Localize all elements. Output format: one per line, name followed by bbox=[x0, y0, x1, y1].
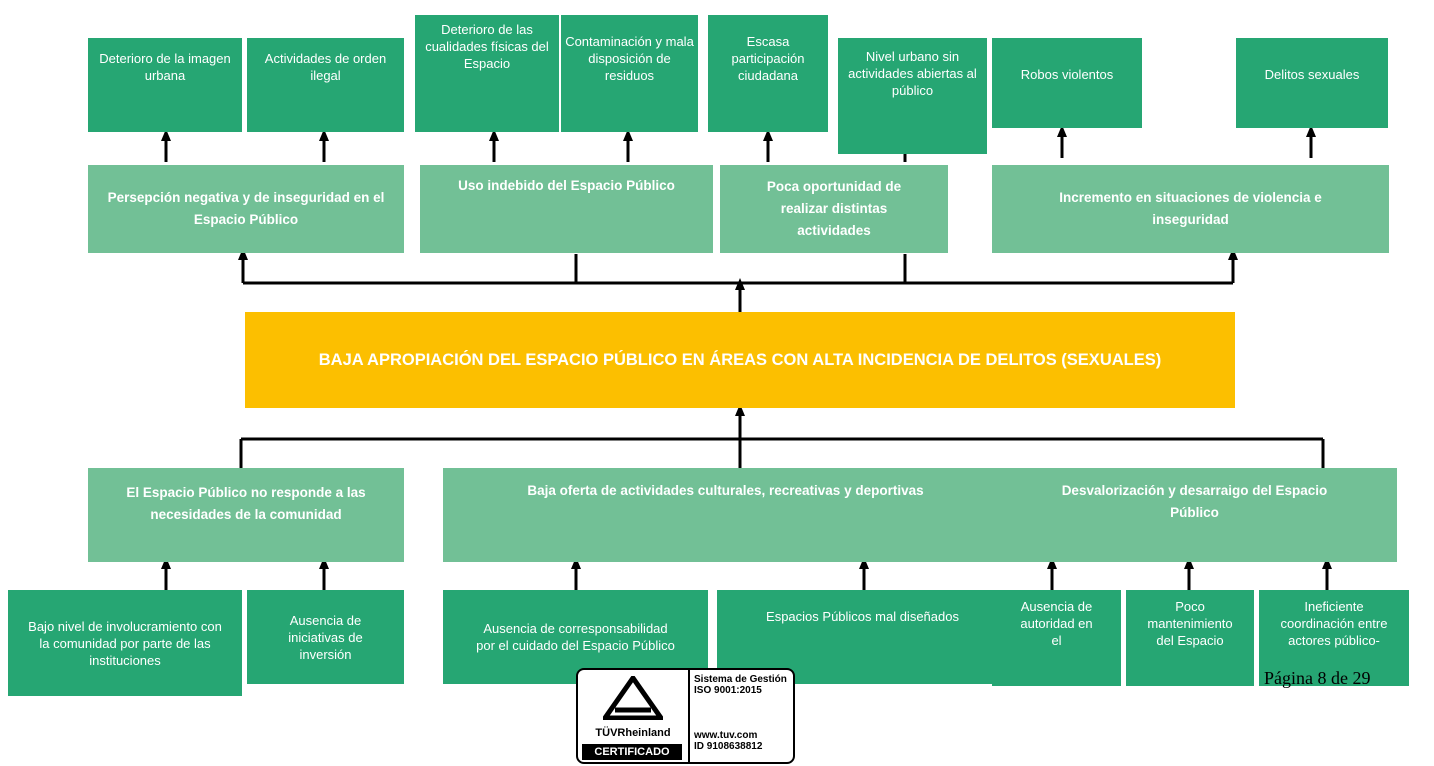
sub-cause-box: Ausencia de autoridad en el bbox=[992, 590, 1121, 686]
effect-box: Poca oportunidad de realizar distintas a… bbox=[720, 165, 948, 253]
sub-cause-box: Poco mantenimiento del Espacio bbox=[1126, 590, 1254, 686]
cert-brand: TÜVRheinland bbox=[595, 727, 671, 739]
top-effect-box: Escasa participación ciudadana bbox=[708, 15, 828, 132]
top-effect-box: Actividades de orden ilegal bbox=[247, 38, 404, 132]
top-effect-box: Contaminación y mala disposición de resi… bbox=[561, 15, 698, 132]
effect-box: Uso indebido del Espacio Público bbox=[420, 165, 713, 253]
effect-box: Incremento en situaciones de violencia e… bbox=[992, 165, 1389, 253]
page-number: Página 8 de 29 bbox=[1264, 668, 1371, 688]
sub-cause-box: Ausencia de iniciativas de inversión bbox=[247, 590, 404, 684]
sub-cause-box: Bajo nivel de involucramiento con la com… bbox=[8, 590, 242, 696]
cause-box: El Espacio Público no responde a las nec… bbox=[88, 468, 404, 562]
top-effect-box: Nivel urbano sin actividades abiertas al… bbox=[838, 38, 987, 154]
cert-url: www.tuv.com bbox=[694, 730, 758, 741]
top-effect-box: Deterioro de las cualidades físicas del … bbox=[415, 15, 559, 132]
core-problem-box: BAJA APROPIACIÓN DEL ESPACIO PÚBLICO EN … bbox=[245, 312, 1235, 408]
tuv-triangle-icon bbox=[603, 676, 663, 720]
top-effect-box: Robos violentos bbox=[992, 38, 1142, 128]
effect-box: Persepción negativa y de inseguridad en … bbox=[88, 165, 404, 253]
cert-id: ID 9108638812 bbox=[694, 741, 763, 752]
cert-badge: CERTIFICADO bbox=[582, 744, 682, 760]
cause-box: Desvalorización y desarraigo del Espacio… bbox=[992, 468, 1397, 562]
cert-system: Sistema de Gestión bbox=[694, 674, 787, 685]
certification-logo: TÜVRheinland CERTIFICADO Sistema de Gest… bbox=[576, 668, 795, 764]
top-effect-box: Deterioro de la imagen urbana bbox=[88, 38, 242, 132]
cause-box: Baja oferta de actividades culturales, r… bbox=[443, 468, 1008, 562]
cert-iso: ISO 9001:2015 bbox=[694, 685, 762, 696]
top-effect-box: Delitos sexuales bbox=[1236, 38, 1388, 128]
sub-cause-box: Ineficiente coordinación entre actores p… bbox=[1259, 590, 1409, 686]
